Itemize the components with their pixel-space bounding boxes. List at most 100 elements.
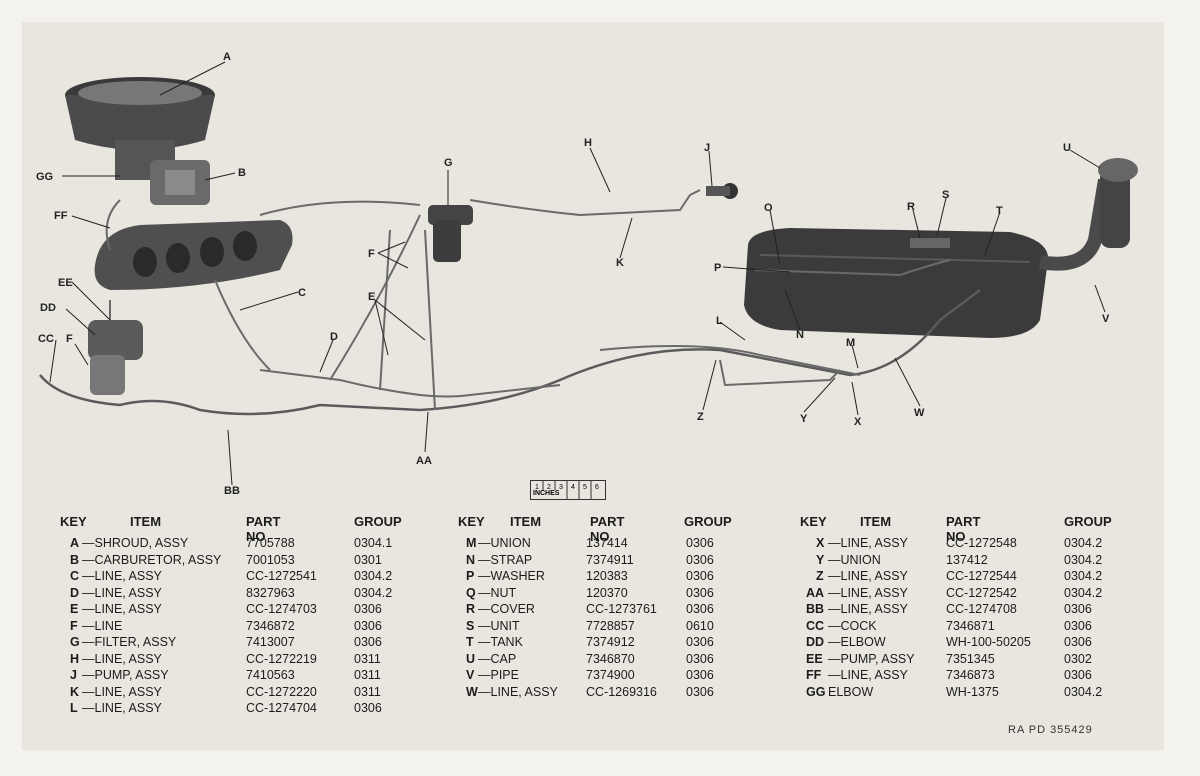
row-key: G: [70, 635, 80, 649]
filter-illustration: [428, 205, 473, 262]
row-key: DD: [806, 635, 825, 649]
row-item: —UNION: [828, 552, 881, 567]
row-item: —COVER: [478, 602, 535, 616]
fuel-pump-illustration: [88, 320, 143, 395]
row-item: —LINE, ASSY: [828, 569, 908, 583]
row-item: —STRAP: [478, 552, 533, 567]
row-item: —NUT: [478, 585, 517, 600]
row-item: —LINE, ASSY: [82, 701, 162, 715]
callout-u: U: [1063, 142, 1071, 154]
row-group: 0306: [354, 701, 382, 715]
callout-t: T: [996, 205, 1003, 217]
header-item: ITEM: [130, 514, 162, 529]
row-part-number: CC-1272541: [246, 569, 317, 583]
row-key: L: [70, 701, 78, 715]
row-group: 0311: [354, 668, 381, 682]
row-key: D: [70, 585, 80, 600]
scale-mark: 4: [571, 484, 575, 491]
row-part-number: CC-1269316: [586, 684, 657, 699]
row-key: CC: [806, 618, 825, 633]
row-part-number: 137412: [946, 552, 988, 567]
row-group: 0304.2: [354, 585, 393, 600]
fuel-tank-illustration: [744, 228, 1049, 338]
callout-j: J: [704, 142, 710, 154]
row-part-number: WH-100-50205: [946, 635, 1031, 649]
callout-ee: EE: [58, 277, 73, 289]
header-group: GROUP: [1064, 514, 1112, 529]
filler-pipe-illustration: [1038, 158, 1138, 271]
row-part-number: 7374911: [586, 552, 634, 567]
row-part-number: 7346872: [246, 618, 295, 633]
callout-k: K: [616, 257, 624, 269]
callout-aa: AA: [416, 455, 432, 467]
row-part-number: 7728857: [586, 618, 635, 633]
row-key: P: [466, 569, 475, 583]
row-item: —PUMP, ASSY: [82, 668, 169, 682]
header-group: GROUP: [354, 514, 402, 529]
row-group: 0306: [354, 602, 382, 616]
row-item: —LINE, ASSY: [828, 668, 908, 682]
row-part-number: CC-1274703: [246, 602, 317, 616]
header-key: KEY: [458, 514, 485, 529]
row-group: 0304.2: [1064, 684, 1103, 699]
callout-d: D: [330, 331, 338, 343]
row-item: —LINE, ASSY: [828, 585, 908, 600]
callout-h: H: [584, 137, 592, 149]
reference-number: RA PD 355429: [1008, 724, 1093, 736]
row-key: GG: [806, 684, 826, 699]
header-part: PART NO: [946, 514, 981, 544]
row-key: V: [466, 668, 475, 682]
row-item: —WASHER: [478, 569, 545, 583]
callout-x: X: [854, 416, 862, 428]
row-group: 0306: [1064, 635, 1092, 649]
row-part-number: CC-1272542: [946, 585, 1017, 600]
callout-cc: CC: [38, 333, 54, 345]
row-group: 0306: [354, 635, 382, 649]
row-group: 0304.2: [1064, 569, 1103, 583]
scale-mark: 3: [559, 484, 563, 491]
row-key: Z: [816, 569, 824, 583]
row-part-number: 7351345: [946, 651, 995, 666]
row-item: —UNIT: [478, 618, 520, 633]
row-group: 0311: [354, 651, 381, 666]
row-item: —CARBURETOR, ASSY: [82, 552, 222, 567]
row-group: 0306: [686, 602, 714, 616]
row-key: Q: [466, 585, 476, 600]
callout-gg: GG: [36, 171, 53, 183]
manifold-illustration: [94, 220, 293, 290]
hand-pump-illustration: [706, 183, 738, 199]
row-group: 0304.2: [1064, 552, 1103, 567]
callout-bb: BB: [224, 485, 240, 497]
row-part-number: 7410563: [246, 668, 295, 682]
row-key: F: [70, 618, 78, 633]
row-part-number: CC-1274708: [946, 602, 1017, 616]
callout-p: P: [714, 262, 721, 274]
row-item: —TANK: [478, 635, 523, 649]
row-item: —ELBOW: [828, 635, 886, 649]
row-item: —CAP: [478, 651, 517, 666]
row-item: —LINE, ASSY: [82, 684, 162, 699]
inch-scale: 1 2 3 4 5 6 INCHES: [530, 480, 606, 500]
row-key: EE: [806, 651, 823, 666]
row-group: 0306: [686, 668, 714, 682]
row-group: 0306: [686, 635, 714, 649]
row-group: 0306: [686, 552, 714, 567]
row-part-number: 7346873: [946, 668, 995, 682]
header-part: PART NO: [590, 514, 625, 544]
row-part-number: CC-1272548: [946, 536, 1017, 550]
row-part-number: CC-1272219: [246, 651, 317, 666]
row-item: —LINE, ASSY: [82, 651, 162, 666]
parts-sheet: [22, 22, 1164, 750]
row-part-number: 7346871: [946, 618, 995, 633]
callout-m: M: [846, 337, 855, 349]
row-group: 0304.2: [354, 569, 393, 583]
callout-ff: FF: [54, 210, 68, 222]
row-group: 0306: [354, 618, 382, 633]
callout-v: V: [1102, 313, 1110, 325]
row-part-number: CC-1273761: [586, 602, 657, 616]
header-part: PART NO: [246, 514, 281, 544]
row-key: T: [466, 635, 474, 649]
row-group: 0304.2: [1064, 536, 1103, 550]
row-part-number: 7374912: [586, 635, 635, 649]
row-group: 0311: [354, 684, 381, 699]
